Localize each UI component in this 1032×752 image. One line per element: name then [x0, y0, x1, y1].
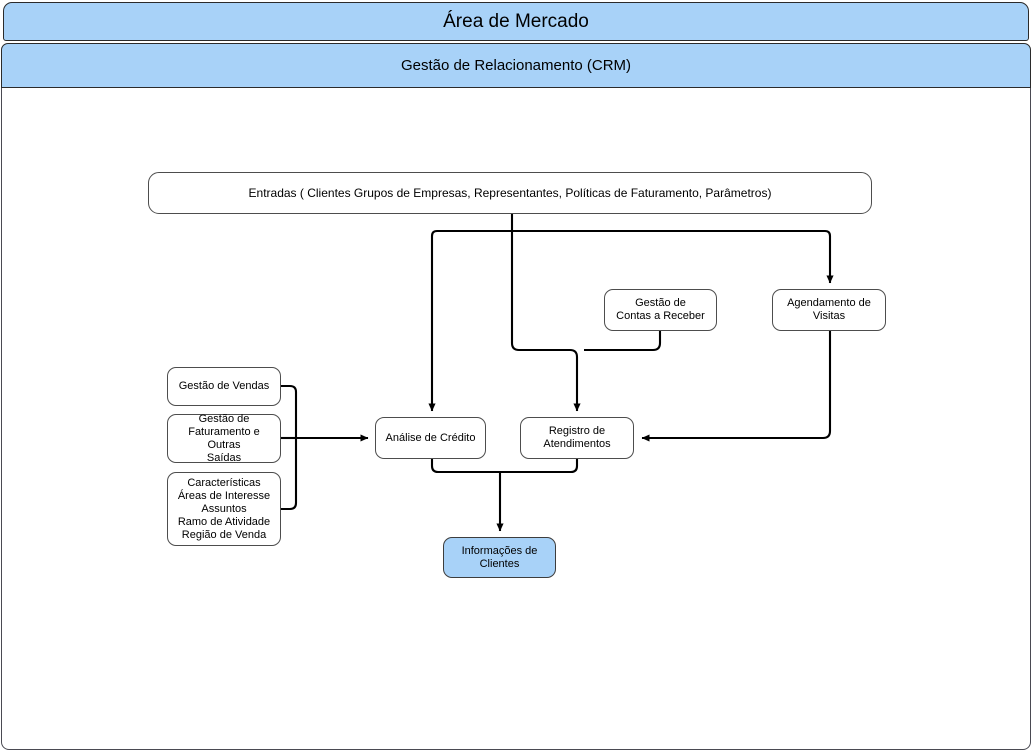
node-gestao-contas-a-receber[interactable]: Gestão de Contas a Receber [604, 289, 717, 331]
node-analise-de-credito[interactable]: Análise de Crédito [375, 417, 486, 459]
node-registro-de-atendimentos[interactable]: Registro de Atendimentos [520, 417, 634, 459]
node-caracteristicas[interactable]: Características Áreas de Interesse Assun… [167, 472, 281, 546]
node-gestao-de-vendas[interactable]: Gestão de Vendas [167, 367, 281, 406]
page-title: Área de Mercado [3, 2, 1029, 41]
section-title-crm: Gestão de Relacionamento (CRM) [1, 43, 1031, 88]
node-gestao-de-faturamento[interactable]: Gestão de Faturamento e Outras Saídas [167, 413, 281, 464]
node-informacoes-de-clientes[interactable]: Informações de Clientes [443, 537, 556, 578]
node-agendamento-de-visitas[interactable]: Agendamento de Visitas [772, 289, 886, 331]
node-entradas[interactable]: Entradas ( Clientes Grupos de Empresas, … [148, 172, 872, 214]
